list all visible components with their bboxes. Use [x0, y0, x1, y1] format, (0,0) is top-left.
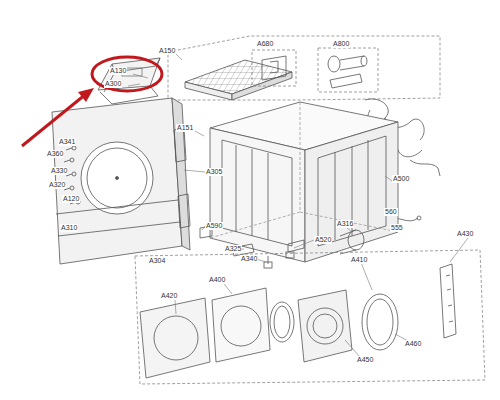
- callout-number: A450: [356, 356, 374, 364]
- callout-number: A341: [58, 138, 76, 146]
- callout-number: A800: [332, 40, 350, 48]
- callout-number: A300: [104, 80, 122, 88]
- callout-number: A680: [256, 40, 274, 48]
- callout-number: 555: [390, 224, 404, 232]
- callout-number: A325: [224, 245, 242, 253]
- callout-number: A304: [148, 257, 166, 265]
- callout-number: A310: [60, 224, 78, 232]
- callout-number: A151: [176, 124, 194, 132]
- callout-number: A400: [208, 276, 226, 284]
- callout-number: A330: [50, 167, 68, 175]
- callout-number: A360: [46, 150, 64, 158]
- callout-number: A150: [158, 47, 176, 55]
- callout-number: A130: [109, 67, 127, 75]
- callout-number: A430: [456, 230, 474, 238]
- callout-number: 560: [384, 208, 398, 216]
- callout-number: A500: [392, 175, 410, 183]
- callout-number: A420: [160, 292, 178, 300]
- callout-number: A305: [205, 168, 223, 176]
- callout-number: A520: [314, 236, 332, 244]
- callout-number: A120: [62, 195, 80, 203]
- callout-number: A460: [404, 340, 422, 348]
- callout-number: A410: [350, 256, 368, 264]
- callout-number: A340: [240, 255, 258, 263]
- callout-number: A316: [336, 220, 354, 228]
- callout-number: A590: [205, 222, 223, 230]
- callout-number: A320: [48, 181, 66, 189]
